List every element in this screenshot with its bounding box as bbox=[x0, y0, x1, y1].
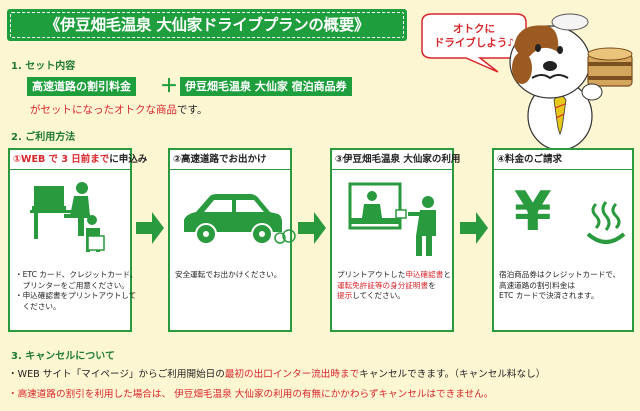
step-panel-2: ②高速道路でお出かけ 安全運転でお出かけください。 bbox=[168, 148, 292, 332]
arrow-right-icon bbox=[460, 212, 488, 244]
set-item-hotel-voucher: 伊豆畑毛温泉 大仙家 宿泊商品券 bbox=[180, 77, 352, 96]
section3-heading: 3. キャンセルについて bbox=[11, 351, 115, 362]
step-3-text: プリントアウトした申込確認書と 運転免許証等の身分証明書を 提示してください。 bbox=[337, 270, 451, 300]
speech-bubble: オトクに ドライブしよう♪ bbox=[425, 22, 523, 50]
step-1-title: ①WEB で 3 日前までに申込み bbox=[10, 150, 147, 170]
step-panel-3: ③伊豆畑毛温泉 大仙家の利用 プリントアウトした申込確認書と 運転免許証等の身分… bbox=[330, 148, 460, 332]
step-2-title: ②高速道路でお出かけ bbox=[170, 150, 290, 170]
step-2-text: 安全運転でお出かけください。 bbox=[175, 270, 282, 279]
set-item-highway-discount: 高速道路の割引料金 bbox=[27, 77, 136, 96]
car-icon bbox=[184, 194, 282, 245]
yen-icon: ¥ bbox=[514, 180, 552, 243]
title-banner: 《伊豆畑毛温泉 大仙家ドライブプランの概要》 bbox=[7, 9, 407, 41]
banner-title: 《伊豆畑毛温泉 大仙家ドライブプランの概要》 bbox=[10, 12, 404, 38]
step-3-title: ③伊豆畑毛温泉 大仙家の利用 bbox=[332, 150, 460, 170]
bubble-line-1: オトクに bbox=[453, 23, 495, 35]
computer-user-icon bbox=[30, 182, 105, 252]
step-4-text: 宿泊商品券はクレジットカードで、 高速道路の割引料金は ETC カードで決済され… bbox=[499, 270, 621, 300]
section1-heading: 1. セット内容 bbox=[11, 61, 76, 72]
section2-heading: 2. ご利用方法 bbox=[11, 132, 76, 143]
step-4-title: ④料金のご請求 bbox=[494, 150, 632, 170]
step-1-text: ・ETC カード、クレジットカード、 プリンターをご用意ください。 ・申込確認書… bbox=[15, 270, 138, 311]
arrow-right-icon bbox=[136, 212, 164, 244]
mascot-illustration bbox=[421, 13, 633, 151]
reception-desk-icon bbox=[348, 182, 436, 256]
step-panel-4: ④料金のご請求 ¥ 宿泊商品券はクレジットカードで、 高速道路の割引料金は ET… bbox=[492, 148, 634, 332]
plus-sign: ＋ bbox=[160, 76, 178, 97]
section1-desc-highlight: がセットになったオトクな商品 bbox=[30, 104, 177, 116]
cancel-policy-line-1: ・WEB サイト「マイページ」からご利用開始日の最初の出口インター流出時までキャ… bbox=[8, 369, 546, 380]
section1-description: がセットになったオトクな商品です。 bbox=[30, 102, 207, 117]
hot-spring-icon bbox=[586, 201, 626, 244]
cancel-policy-line-2: ・高速道路の割引を利用した場合は、 伊豆畑毛温泉 大仙家の利用の有無にかかわらず… bbox=[8, 389, 494, 400]
step-panel-1: ①WEB で 3 日前までに申込み ・ETC カード、クレジットカード、 プリン… bbox=[8, 148, 147, 332]
arrow-right-icon bbox=[298, 212, 326, 244]
exhaust-smoke-icon bbox=[274, 229, 296, 244]
bubble-line-2: ドライブしよう♪ bbox=[433, 37, 515, 49]
section1-desc-tail: です。 bbox=[177, 104, 208, 116]
